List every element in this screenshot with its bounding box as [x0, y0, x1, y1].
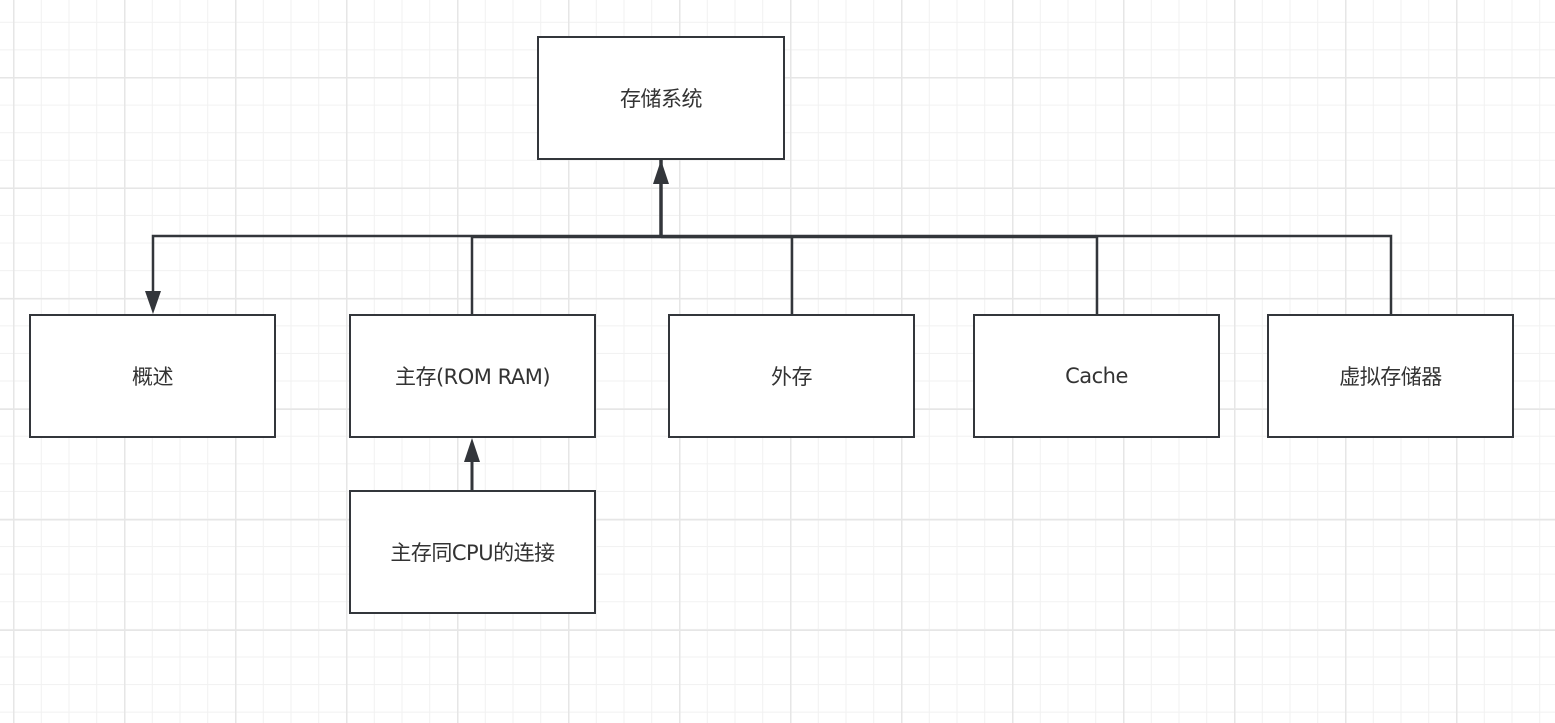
node-external-storage[interactable]: 外存	[668, 314, 915, 438]
edge-overview	[151, 234, 661, 292]
node-main-cpu-connection[interactable]: 主存同CPU的连接	[349, 490, 596, 614]
node-storage-system[interactable]: 存储系统	[537, 36, 785, 160]
arrowhead-overview	[145, 291, 161, 314]
node-main-memory[interactable]: 主存(ROM RAM)	[349, 314, 596, 438]
node-label: 存储系统	[620, 87, 703, 111]
node-overview[interactable]: 概述	[29, 314, 276, 438]
edge-main-memory	[470, 235, 661, 314]
node-label: 主存(ROM RAM)	[394, 365, 551, 389]
arrowhead-main-memory	[464, 438, 480, 462]
node-label: 主存同CPU的连接	[390, 541, 555, 565]
node-label: 外存	[771, 365, 813, 389]
node-virtual-memory[interactable]: 虚拟存储器	[1267, 314, 1514, 438]
edge-virtual-memory	[661, 234, 1393, 314]
edge-cache	[661, 235, 1099, 314]
edge-external-storage	[661, 235, 794, 314]
node-label: 概述	[132, 365, 174, 389]
node-label: 虚拟存储器	[1339, 365, 1442, 389]
arrowhead-root	[653, 160, 669, 184]
node-cache[interactable]: Cache	[973, 314, 1220, 438]
node-label: Cache	[1065, 364, 1128, 388]
